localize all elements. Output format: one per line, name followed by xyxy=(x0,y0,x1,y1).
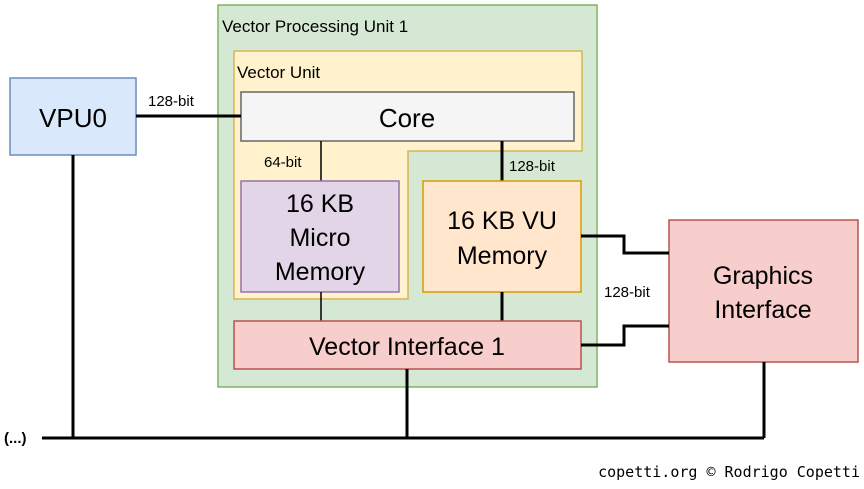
vpu0-block[interactable] xyxy=(9,77,137,156)
vector-interface-label: Vector Interface 1 xyxy=(309,333,505,361)
label-core-micro: 64-bit xyxy=(264,154,302,171)
core-block[interactable] xyxy=(240,91,575,142)
credit-text: copetti.org © Rodrigo Copetti xyxy=(598,463,860,481)
label-to-gif: 128-bit xyxy=(604,284,651,301)
micro-memory-label-1: 16 KB xyxy=(286,190,354,218)
micro-memory-label-3: Memory xyxy=(275,258,366,286)
link-vumem-gif xyxy=(581,234,669,255)
core-label: Core xyxy=(379,103,435,133)
vu-memory-label-1: 16 KB VU xyxy=(447,207,557,235)
micro-memory-label-2: Micro xyxy=(289,224,350,252)
graphics-interface-label-2: Interface xyxy=(714,296,811,324)
vector-unit-label: Vector Unit xyxy=(237,63,320,82)
bus-label: (...) xyxy=(4,430,27,447)
link-vif-gif xyxy=(581,324,669,347)
graphics-interface-label-1: Graphics xyxy=(713,262,813,290)
micro-memory-block[interactable] xyxy=(240,180,400,293)
vu-memory-block[interactable] xyxy=(422,180,582,293)
vpu1-label: Vector Processing Unit 1 xyxy=(222,17,408,36)
graphics-interface-block[interactable] xyxy=(668,219,859,363)
vu-memory-label-2: Memory xyxy=(457,242,548,270)
label-core-vumem: 128-bit xyxy=(509,158,556,175)
label-vpu0-core: 128-bit xyxy=(148,93,195,110)
vpu0-label: VPU0 xyxy=(39,103,107,133)
